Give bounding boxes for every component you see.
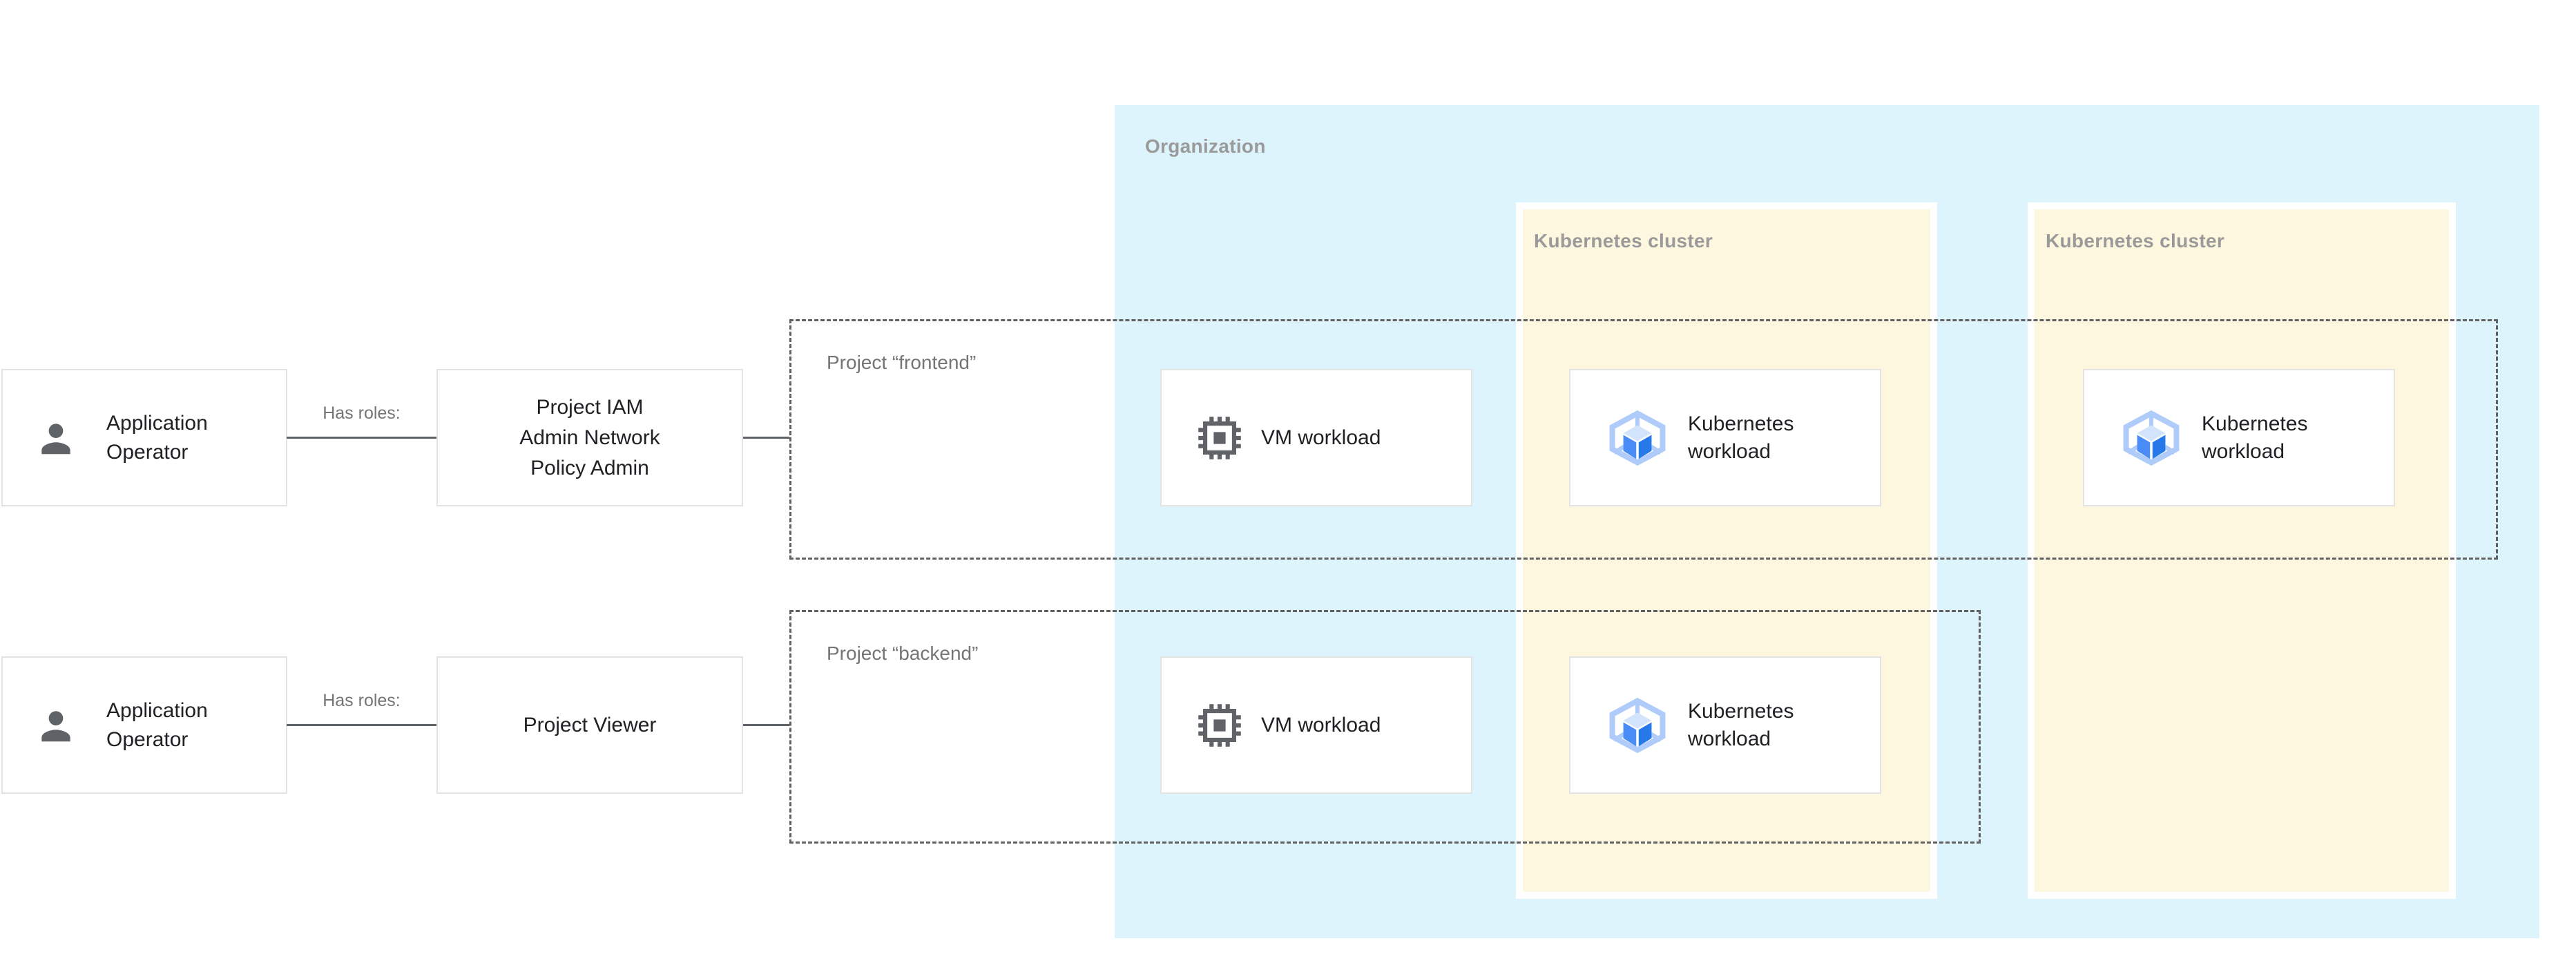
kubernetes-workload-box: Kubernetes workload <box>2083 369 2395 506</box>
gke-hexagon-icon <box>2123 410 2180 466</box>
kubernetes-workload-box: Kubernetes workload <box>1569 656 1881 794</box>
connector-line <box>287 437 436 439</box>
project-backend-boundary: Project “backend” <box>789 610 1981 844</box>
kubernetes-workload-box: Kubernetes workload <box>1569 369 1881 506</box>
project-frontend-boundary: Project “frontend” <box>789 319 2498 560</box>
gke-hexagon-icon <box>1609 697 1666 753</box>
chip-icon <box>1198 703 1241 747</box>
person-icon <box>41 710 70 741</box>
workload-label: Kubernetes workload <box>2202 412 2308 463</box>
has-roles-label: Has roles: <box>323 403 401 423</box>
workload-label: VM workload <box>1261 426 1381 449</box>
workload-label: VM workload <box>1261 713 1381 736</box>
kubernetes-cluster-label: Kubernetes cluster <box>1534 230 1713 251</box>
person-icon <box>41 423 70 454</box>
project-backend-label: Project “backend” <box>827 643 979 664</box>
kubernetes-cluster-container-2: Kubernetes cluster <box>2028 202 2456 899</box>
kubernetes-cluster-label: Kubernetes cluster <box>2046 230 2225 251</box>
connector-line <box>743 437 789 439</box>
role-label: Project Viewer <box>523 713 657 736</box>
has-roles-label: Has roles: <box>323 691 401 710</box>
connector-line <box>287 724 436 726</box>
workload-label: Kubernetes workload <box>1688 412 1794 463</box>
gke-hexagon-icon <box>1609 410 1666 466</box>
workload-label: Kubernetes workload <box>1688 699 1794 750</box>
actor-label: Application Operator <box>106 698 208 751</box>
vm-workload-box: VM workload <box>1160 656 1472 794</box>
role-label: Project IAM Admin Network Policy Admin <box>519 395 660 479</box>
connector-line <box>743 724 789 726</box>
vm-workload-box: VM workload <box>1160 369 1472 506</box>
organization-label: Organization <box>1145 135 1266 157</box>
actor-label: Application Operator <box>106 411 208 464</box>
application-operator-box: Application Operator <box>1 656 287 794</box>
role-box-project-viewer: Project Viewer <box>436 656 743 794</box>
application-operator-box: Application Operator <box>1 369 287 506</box>
role-box-iam-network-admin: Project IAM Admin Network Policy Admin <box>436 369 743 506</box>
project-frontend-label: Project “frontend” <box>827 352 977 373</box>
chip-icon <box>1198 416 1241 459</box>
